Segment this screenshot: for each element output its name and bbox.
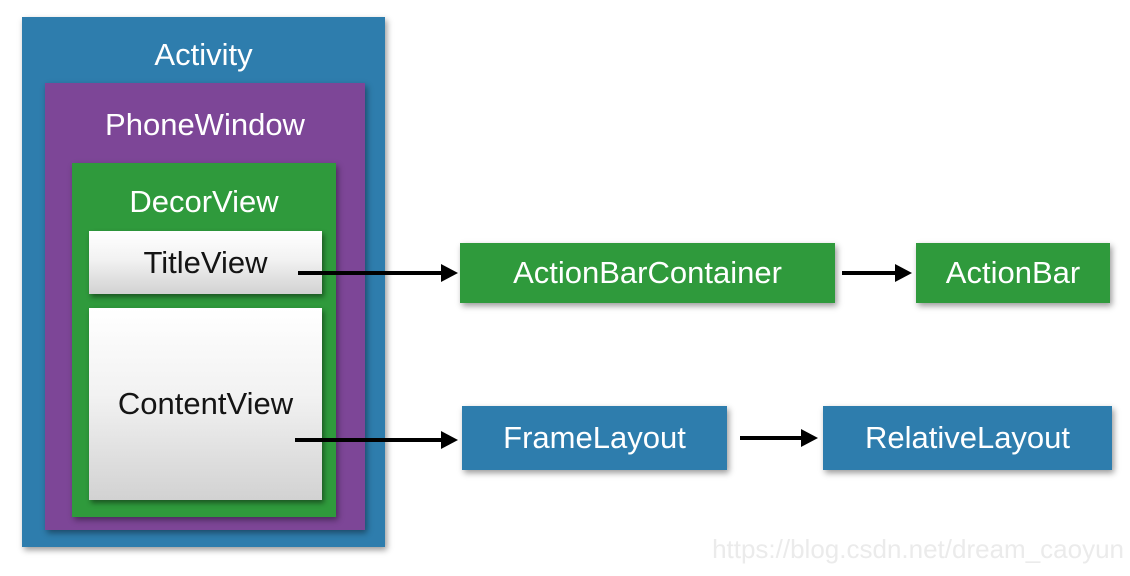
node-activity: Activity PhoneWindow DecorView TitleView… xyxy=(22,17,385,547)
node-phonewindow-label: PhoneWindow xyxy=(105,107,305,142)
node-phonewindow: PhoneWindow DecorView TitleView ContentV… xyxy=(45,83,365,530)
node-activity-label: Activity xyxy=(154,37,253,72)
node-contentview: ContentView xyxy=(89,308,322,500)
node-framelayout: FrameLayout xyxy=(462,406,727,470)
node-relativelayout: RelativeLayout xyxy=(823,406,1112,470)
node-relativelayout-label: RelativeLayout xyxy=(864,420,1071,455)
node-titleview-label: TitleView xyxy=(143,244,268,280)
arrow-contentview-to-framelayout xyxy=(295,431,458,449)
watermark-url: https://blog.csdn.net/dream_caoyun xyxy=(712,534,1124,564)
node-actionbar: ActionBar xyxy=(916,243,1110,303)
arrow-titleview-to-actionbarcontainer xyxy=(298,264,458,282)
node-actionbar-label: ActionBar xyxy=(945,255,1081,290)
node-decorview: DecorView TitleView ContentView xyxy=(72,163,336,517)
arrow-framelayout-to-relativelayout xyxy=(740,429,818,447)
arrow-actionbarcontainer-to-actionbar xyxy=(842,264,912,282)
node-actionbarcontainer-label: ActionBarContainer xyxy=(513,255,782,290)
node-titleview: TitleView xyxy=(89,231,322,294)
node-decorview-label: DecorView xyxy=(129,184,279,219)
node-contentview-label: ContentView xyxy=(117,386,294,421)
node-framelayout-label: FrameLayout xyxy=(503,420,686,455)
node-actionbarcontainer: ActionBarContainer xyxy=(460,243,835,303)
